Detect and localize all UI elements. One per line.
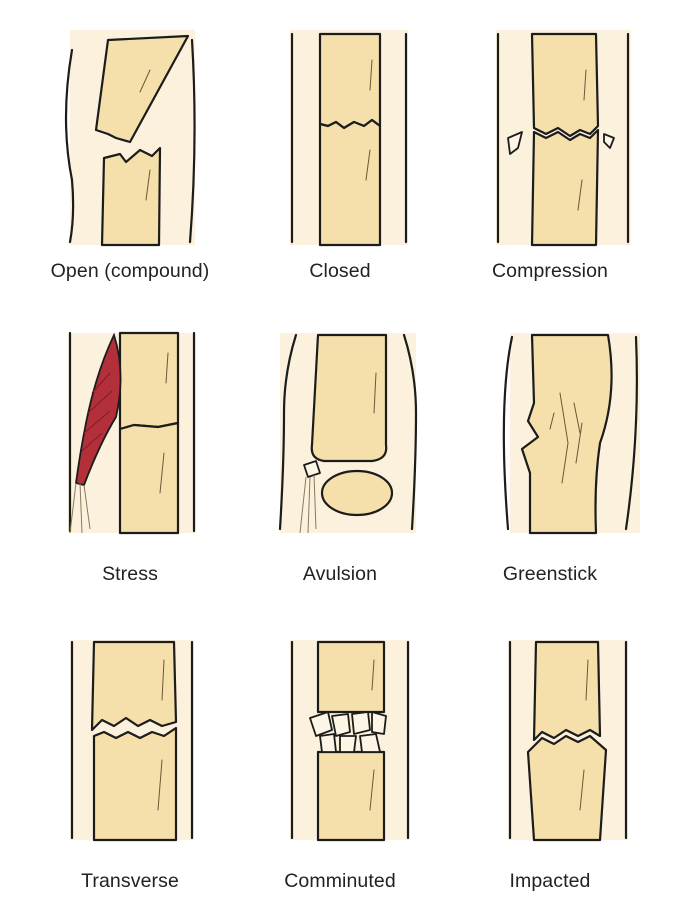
panel-label: Greenstick (502, 563, 598, 585)
lower-bone-fragment (100, 146, 162, 247)
bone-fragment (319, 733, 337, 753)
bone-fragment (339, 735, 357, 753)
upper-bone-segment (118, 331, 180, 431)
bone-fragment (351, 711, 371, 735)
left-bone-chip (507, 131, 523, 155)
avulsion-fracture-drawing (278, 333, 418, 534)
upper-bone-segment (530, 32, 600, 138)
closed-fracture-drawing (290, 30, 408, 247)
transverse-fracture-drawing (70, 640, 194, 842)
bone-fragment (359, 733, 381, 753)
panel-label: Closed (309, 260, 371, 282)
lower-bone-segment (92, 726, 178, 842)
stress-fracture-drawing (68, 331, 196, 535)
lower-bone-segment (530, 128, 600, 247)
bone-fragment (331, 713, 351, 737)
panel-open: Open (compound) (30, 30, 230, 290)
lower-bone-segment (318, 118, 382, 247)
open-fracture-drawing (64, 30, 196, 247)
panel-stress: Stress (30, 331, 230, 593)
panel-label: Avulsion (302, 563, 378, 585)
lower-bone-segment (316, 750, 386, 842)
impacted-fracture-drawing (508, 640, 628, 842)
bone-fragment (309, 711, 333, 737)
panel-label: Stress (102, 563, 158, 585)
panel-label: Compression (492, 260, 608, 282)
upper-bone-end (310, 333, 388, 463)
comminuted-fracture-drawing (290, 640, 410, 842)
panel-label: Open (compound) (50, 260, 210, 282)
upper-bone-segment (90, 640, 178, 732)
bone-fragment (371, 711, 387, 735)
upper-bone-segment (532, 640, 602, 742)
avulsed-fragment (303, 460, 321, 478)
panel-label: Transverse (81, 870, 179, 892)
panel-greenstick: Greenstick (450, 333, 650, 593)
panel-label: Comminuted (284, 870, 396, 892)
panel-avulsion: Avulsion (240, 333, 440, 593)
upper-bone-fragment (94, 34, 190, 144)
lower-bone-head (320, 469, 394, 517)
panel-impacted: Impacted (450, 640, 650, 900)
right-bone-chip (603, 133, 615, 149)
panel-transverse: Transverse (30, 640, 230, 900)
greenstick-fracture-drawing (502, 333, 640, 535)
panel-label: Impacted (509, 870, 591, 892)
panel-comminuted: Comminuted (240, 640, 440, 900)
panel-closed: Closed (240, 30, 440, 290)
lower-bone-segment (526, 734, 608, 842)
lower-bone-segment (118, 421, 180, 535)
compression-fracture-drawing (496, 30, 631, 247)
upper-bone-segment (316, 640, 386, 714)
panel-compression: Compression (450, 30, 650, 290)
